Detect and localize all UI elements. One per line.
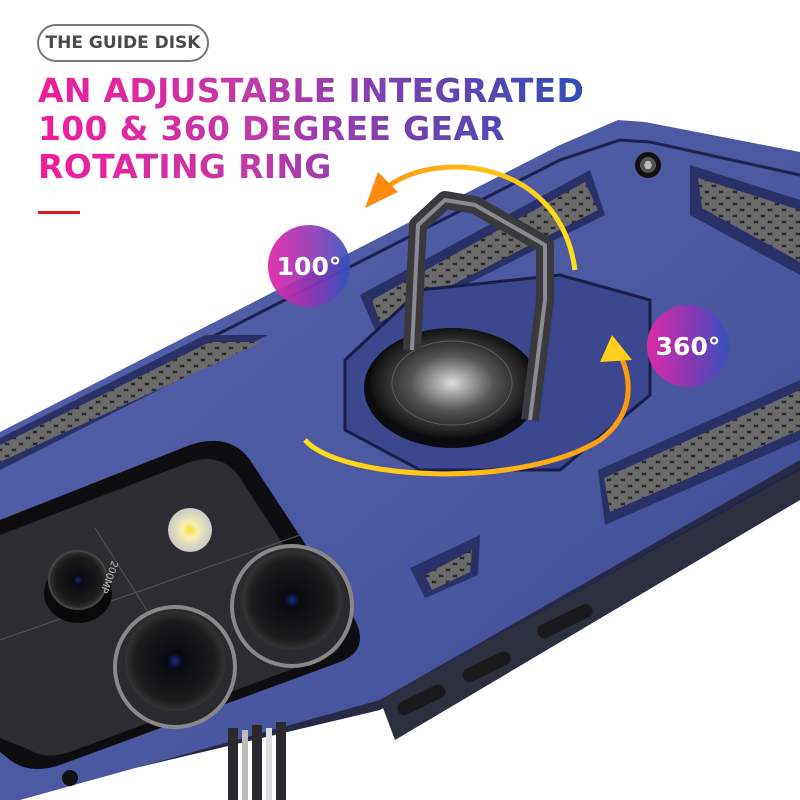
headphone-jack	[62, 770, 78, 786]
camera-module: 200MP	[0, 440, 360, 769]
camera-lens-small	[48, 550, 108, 610]
rotation-arrows	[303, 164, 632, 477]
side-buttons	[397, 604, 593, 716]
headline-line-3: ROTATING RING	[38, 147, 332, 186]
headline: AN ADJUSTABLE INTEGRATED 100 & 360 DEGRE…	[38, 72, 584, 186]
headline-line-2: 100 & 360 DEGREE GEAR	[38, 109, 505, 148]
ring-holder	[364, 191, 554, 448]
camera-lens-secondary	[125, 611, 225, 711]
accent-dash	[38, 211, 80, 214]
grip-strips	[0, 165, 800, 598]
section-label-pill: THE GUIDE DISK	[37, 24, 209, 62]
port-grill	[62, 722, 286, 800]
headline-line-1: AN ADJUSTABLE INTEGRATED	[38, 71, 585, 110]
screw	[635, 152, 661, 178]
camera-lens-main	[242, 550, 342, 650]
badge-360-degree: 360°	[647, 305, 729, 387]
badge-100-degree: 100°	[268, 225, 350, 307]
flash-icon	[168, 508, 212, 552]
